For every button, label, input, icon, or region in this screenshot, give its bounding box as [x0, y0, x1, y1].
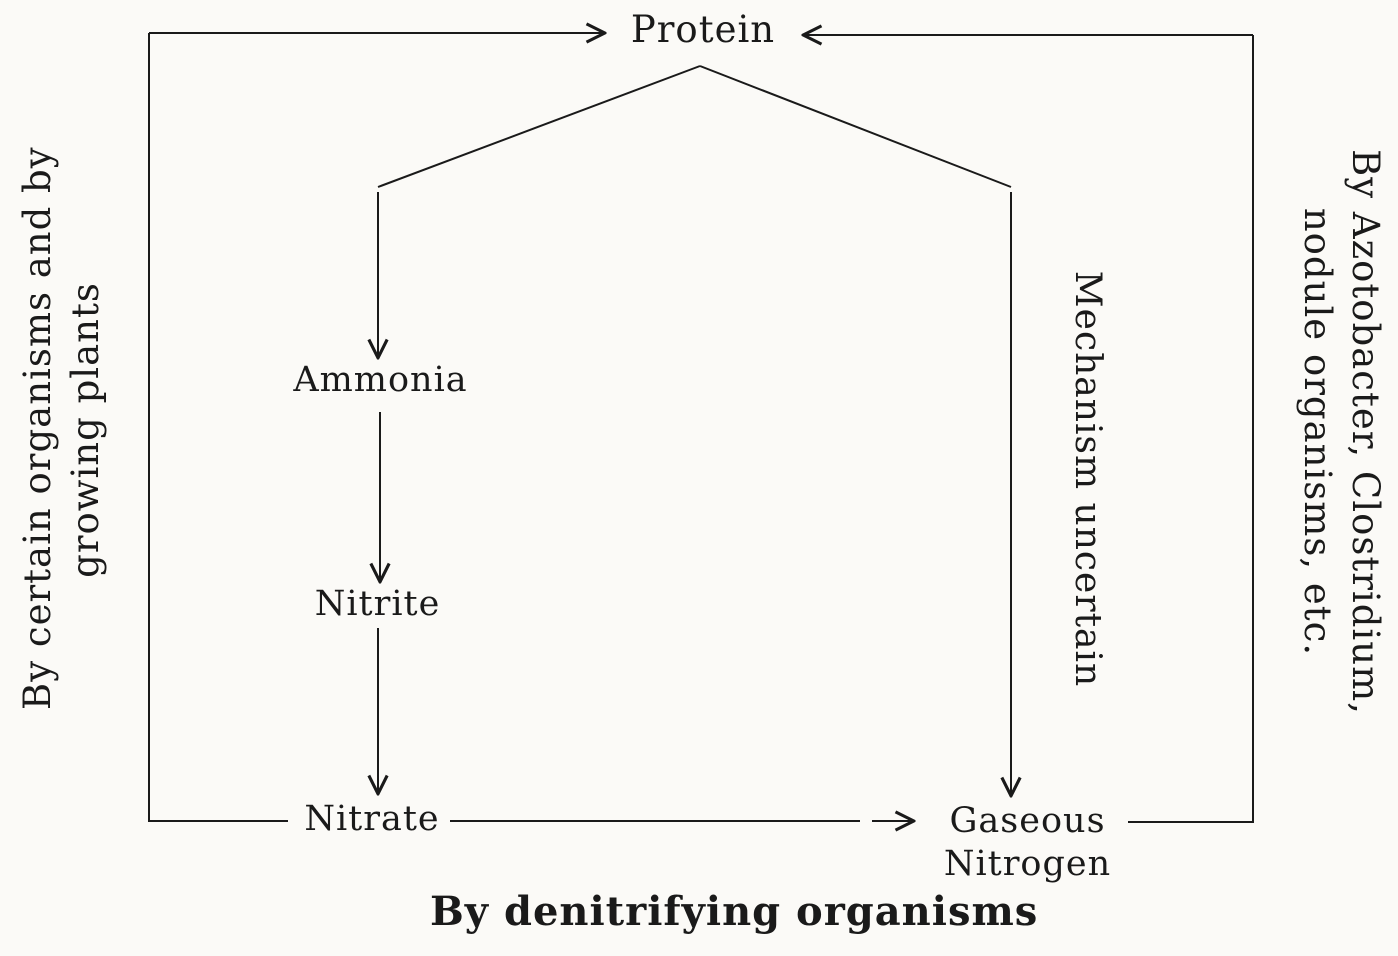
label-left-line2: growing plants [64, 282, 108, 578]
label-mechanism-uncertain: Mechanism uncertain [1067, 270, 1108, 688]
line-protein-to-ammonia-branch [377, 65, 701, 188]
node-nitrite: Nitrite [314, 584, 441, 624]
line-protein-to-gaseous-branch [699, 65, 1012, 188]
node-gaseous-line2: Nitrogen [943, 843, 1112, 884]
node-gaseous-line1: Gaseous [949, 801, 1106, 841]
label-right-line2: nodule organisms, etc. [1295, 207, 1339, 657]
line-left-frame [148, 33, 288, 822]
label-left-line1: By certain organisms and by [16, 146, 59, 710]
node-protein: Protein [630, 8, 776, 51]
node-ammonia: Ammonia [293, 360, 468, 400]
label-right-line1: By Azotobacter, Clostridium, [1344, 149, 1387, 715]
label-denitrifying-organisms: By denitrifying organisms [430, 888, 1039, 935]
label-right-azotobacter: By Azotobacter, Clostridium, nodule orga… [1293, 139, 1389, 725]
node-gaseous-nitrogen: Gaseous Nitrogen [925, 800, 1130, 885]
node-nitrate: Nitrate [304, 799, 440, 839]
label-left-organisms: By certain organisms and by growing plan… [14, 146, 110, 710]
line-right-frame [1128, 35, 1254, 823]
